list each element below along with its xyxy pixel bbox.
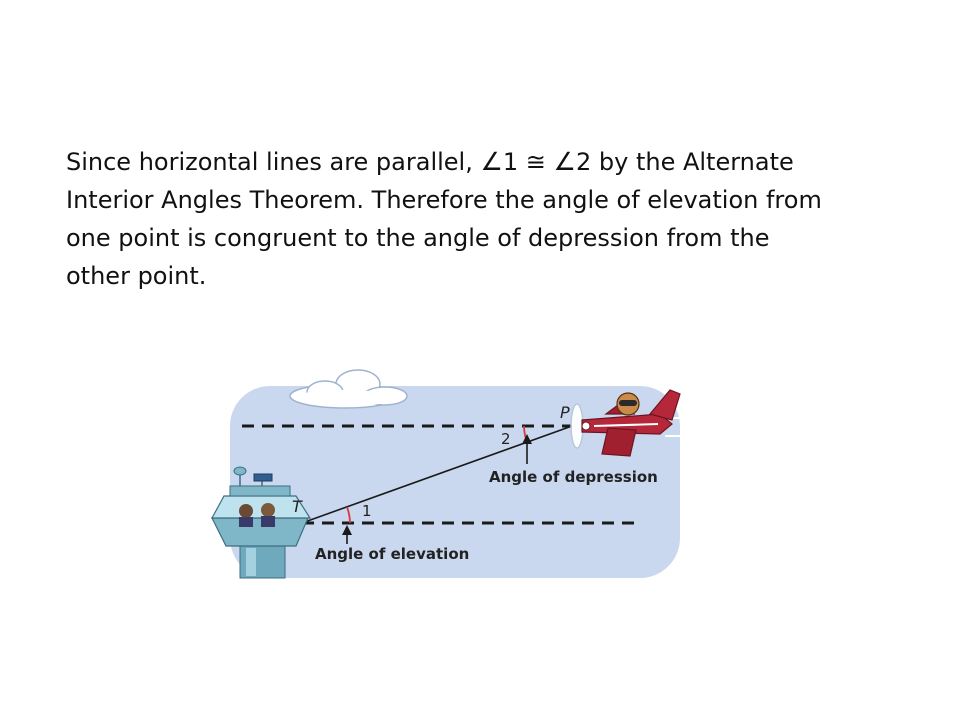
congruent-symbol: ≅ [518,148,554,176]
angle-1-label: 1 [362,502,372,520]
angle-symbol-1: ∠ [480,147,503,176]
line1-start-text: Since horizontal lines are parallel, [66,148,481,176]
angle-number-1: 1 [502,148,519,176]
angle-symbol-2: ∠ [553,147,576,176]
airplane-icon [570,389,688,457]
angle-of-depression-label: Angle of depression [489,468,658,486]
explanation-paragraph: Since horizontal lines are parallel, ∠1 … [66,143,906,295]
control-tower-icon [210,466,312,579]
paragraph-line-2: Interior Angles Theorem. Therefore the a… [66,186,822,214]
angle-1-arc [346,506,351,524]
line1-end-text: by the Alternate [591,148,794,176]
paragraph-line-1: Since horizontal lines are parallel, ∠1 … [66,143,906,181]
angle-of-elevation-label: Angle of elevation [315,545,469,563]
cloud-icon [289,369,408,409]
angle-2-label: 2 [501,430,511,448]
elevation-depression-figure: P T 1 2 Angle of depression Angle of ele… [210,369,688,579]
angle-number-2: 2 [575,148,592,176]
point-p-label: P [560,403,570,422]
depression-arrow [522,434,532,464]
paragraph-line-4: other point. [66,262,207,290]
point-t-label: T [292,497,303,516]
sky-background [230,386,680,578]
paragraph-line-3: one point is congruent to the angle of d… [66,224,770,252]
elevation-arrow [342,525,352,544]
